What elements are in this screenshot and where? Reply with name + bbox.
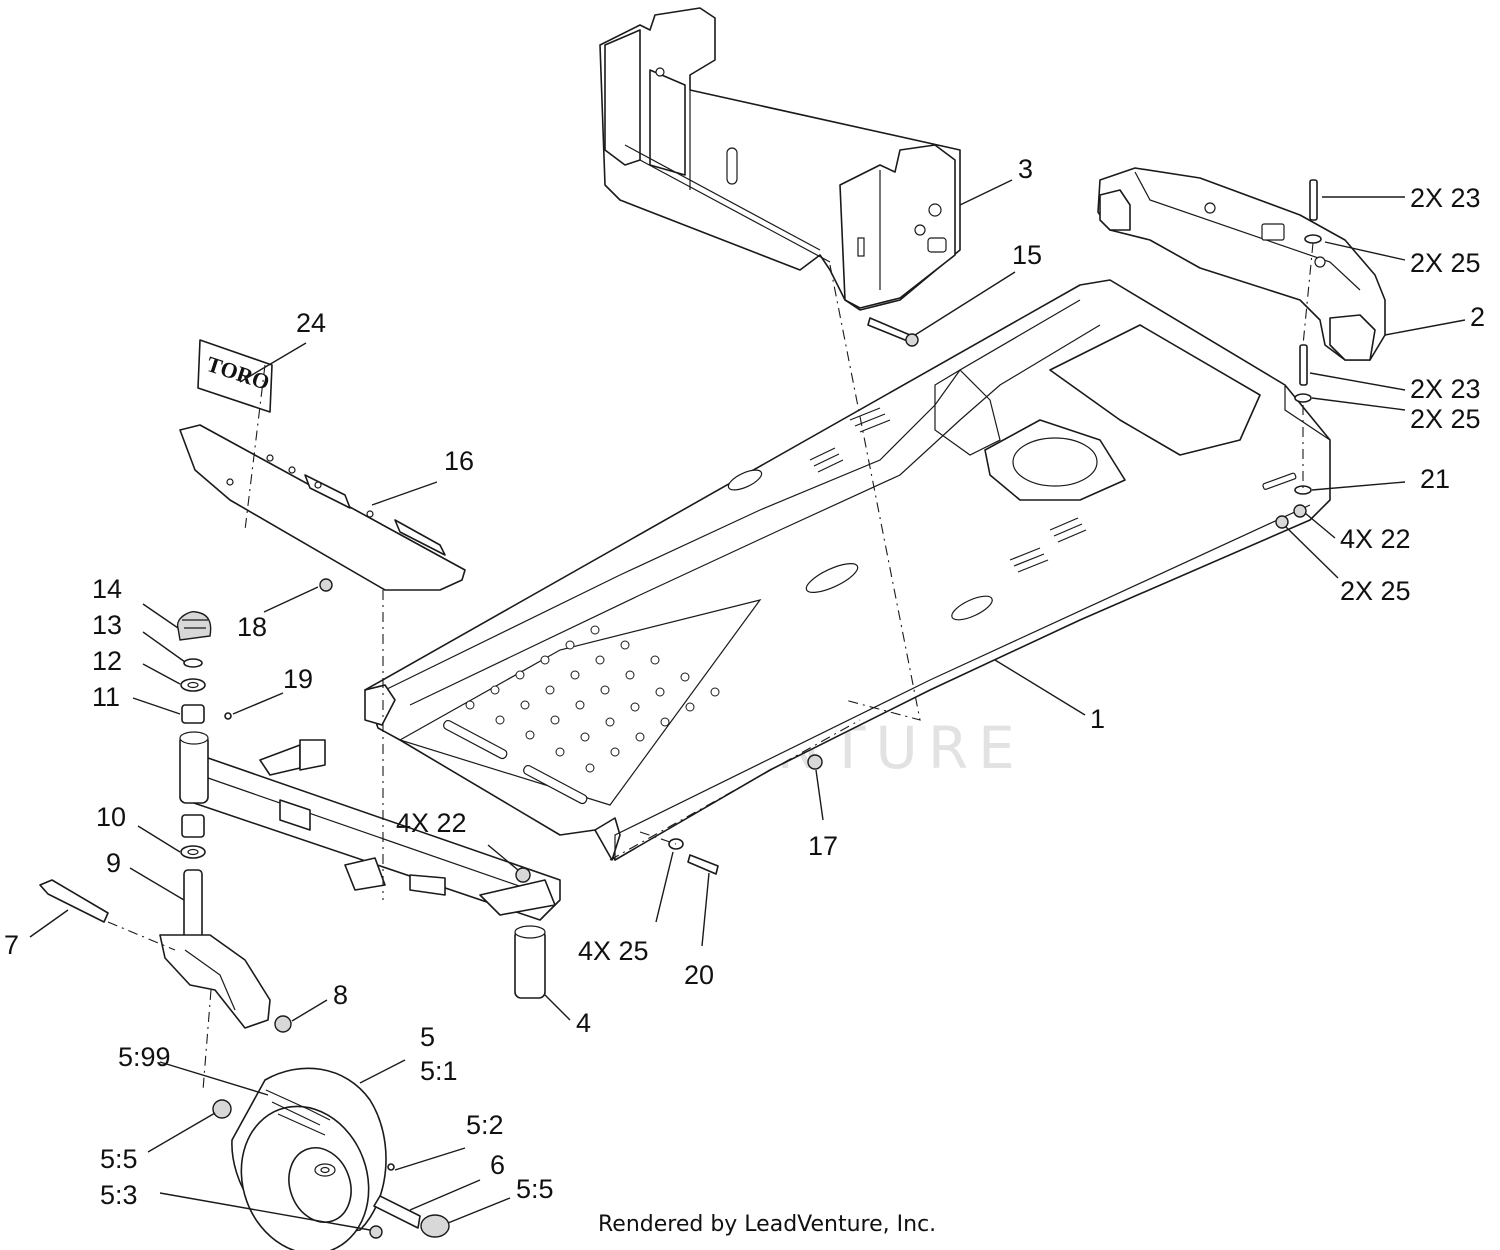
part-7-bolt xyxy=(39,879,109,923)
part-3-bracket xyxy=(599,7,961,311)
callout-4x-25: 4X 25 xyxy=(578,936,649,966)
callout-10: 10 xyxy=(96,802,126,832)
callout-11: 11 xyxy=(92,682,120,712)
part-1-main-frame xyxy=(364,279,1331,861)
callout-18: 18 xyxy=(237,612,267,642)
callout-5-99: 5:99 xyxy=(118,1042,171,1072)
callout-14: 14 xyxy=(92,574,122,604)
callout-2x-25-top: 2X 25 xyxy=(1410,248,1481,278)
part-8-nut xyxy=(274,1015,292,1033)
callout-5-2: 5:2 xyxy=(466,1110,504,1140)
foot-plate-perforations xyxy=(465,625,720,773)
part-5-wheel xyxy=(212,1067,450,1250)
callout-2x-25-mid: 2X 25 xyxy=(1410,404,1481,434)
callout-7: 7 xyxy=(4,930,19,960)
callout-17: 17 xyxy=(808,831,838,861)
leader-lines xyxy=(29,179,1466,1231)
callout-4x-22-right: 4X 22 xyxy=(1340,524,1411,554)
callout-4: 4 xyxy=(576,1008,591,1038)
callout-2: 2 xyxy=(1470,302,1485,332)
callout-5-5-right: 5:5 xyxy=(516,1174,554,1204)
callout-8: 8 xyxy=(333,980,348,1010)
callout-16: 16 xyxy=(444,446,474,476)
callout-1: 1 xyxy=(1090,704,1105,734)
callout-13: 13 xyxy=(92,610,122,640)
frame-vents xyxy=(809,407,1087,573)
part-16-plate xyxy=(179,424,466,591)
spindle-hardware-stack xyxy=(176,611,232,859)
callout-labels: 3 15 2X 23 2X 25 2 2X 23 2X 25 21 4X 22 … xyxy=(4,154,1485,1210)
callout-24: 24 xyxy=(296,308,326,338)
part-4-front-axle xyxy=(179,731,561,999)
callout-5: 5 xyxy=(420,1022,435,1052)
callout-5-1: 5:1 xyxy=(420,1056,458,1086)
footer-credit: Rendered by LeadVenture, Inc. xyxy=(598,1212,937,1237)
callout-2x-23-top: 2X 23 xyxy=(1410,183,1481,213)
callout-19: 19 xyxy=(283,664,313,694)
callout-9: 9 xyxy=(106,848,121,878)
callout-6: 6 xyxy=(490,1150,505,1180)
callout-2x-25-low: 2X 25 xyxy=(1340,576,1411,606)
callout-3: 3 xyxy=(1018,154,1033,184)
callout-5-3: 5:3 xyxy=(100,1180,138,1210)
assembly-lines xyxy=(107,242,1314,1091)
callout-4x-22-left: 4X 22 xyxy=(396,808,467,838)
callout-21: 21 xyxy=(1420,464,1450,494)
callout-12: 12 xyxy=(92,646,122,676)
callout-5-5-left: 5:5 xyxy=(100,1144,138,1174)
callout-20: 20 xyxy=(684,960,714,990)
part-9-fork xyxy=(159,869,271,1029)
callout-2x-23-mid: 2X 23 xyxy=(1410,374,1481,404)
callout-15: 15 xyxy=(1012,240,1042,270)
part-2-rear-bumper xyxy=(1097,167,1386,361)
part-24-decal: TORO xyxy=(197,339,273,413)
